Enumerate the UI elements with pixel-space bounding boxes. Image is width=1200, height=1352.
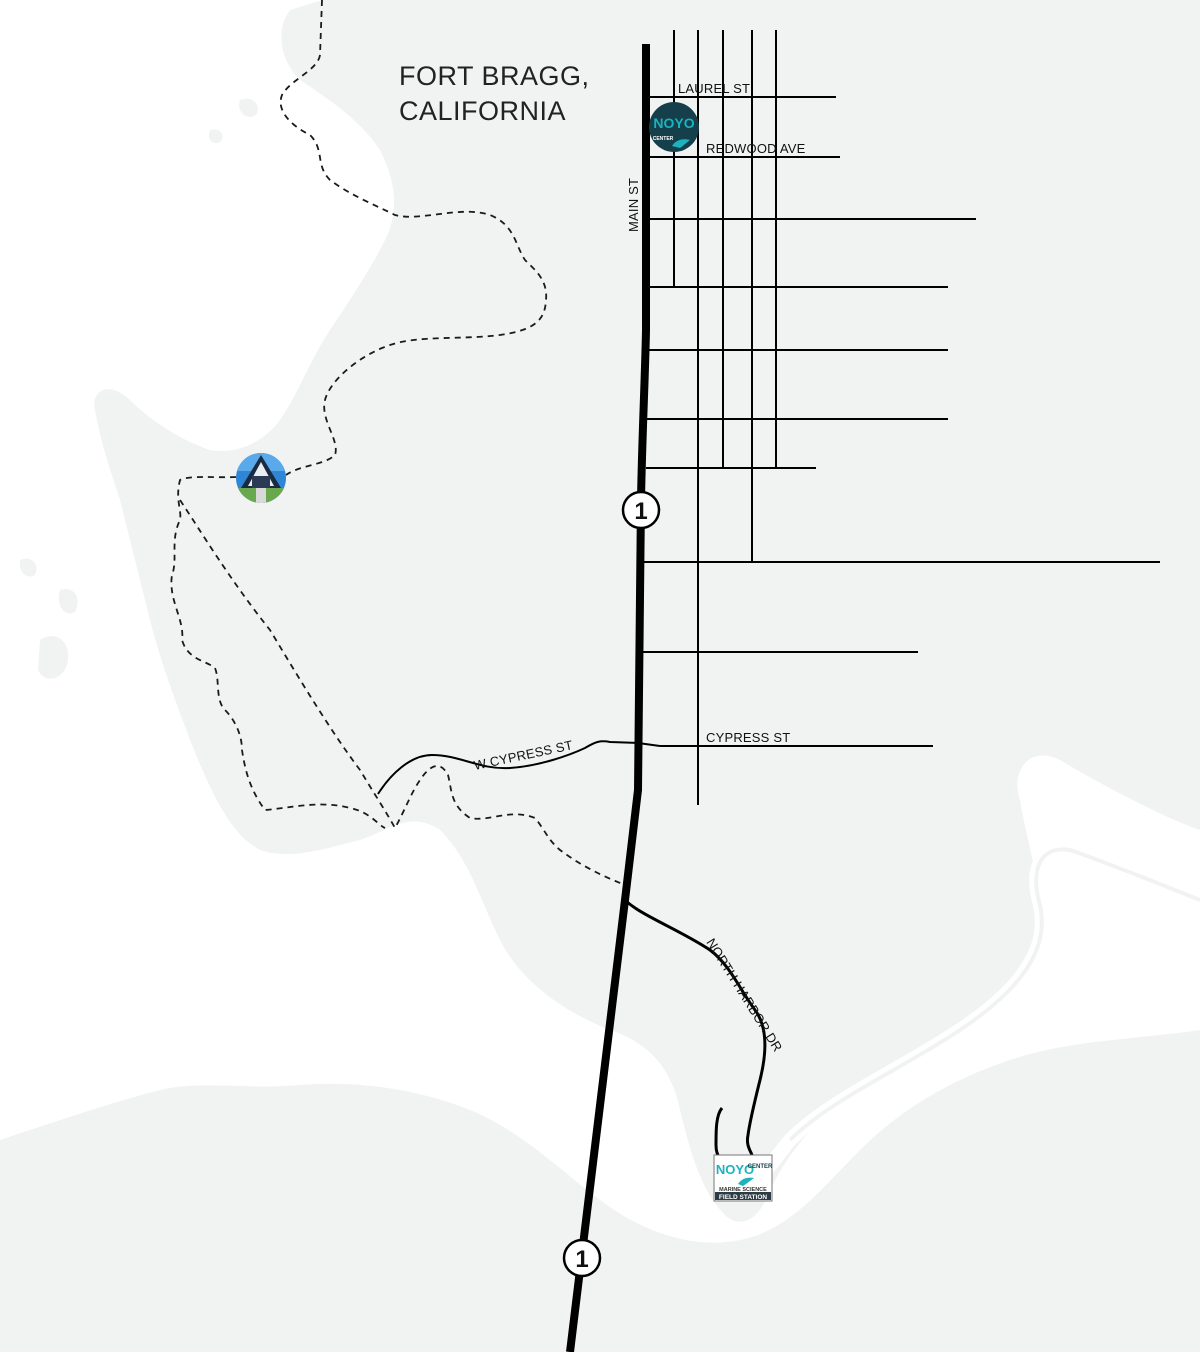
land-rock <box>29 1208 52 1231</box>
land-south <box>0 1030 1200 1352</box>
field-station-marker[interactable]: NOYO CENTER MARINE SCIENCE FIELD STATION <box>713 1154 773 1202</box>
land-rock <box>19 558 37 577</box>
shield-route-label: 1 <box>575 1246 588 1273</box>
whale-tail-icon <box>738 1177 754 1186</box>
label-cypress-st: CYPRESS ST <box>706 730 790 745</box>
field-station-logo-sub: CENTER <box>748 1164 773 1170</box>
whale-tail-icon <box>672 139 690 148</box>
shield-route-label: 1 <box>634 498 647 525</box>
shield-circle-icon <box>562 1238 602 1278</box>
city-title-line2: CALIFORNIA <box>399 96 566 126</box>
label-laurel-st: LAUREL ST <box>678 81 750 96</box>
label-redwood-ave: REDWOOD AVE <box>706 141 806 156</box>
label-main-st: MAIN ST <box>626 178 641 232</box>
noyo-logo-text: NOYO <box>653 115 694 131</box>
street-w-cypress[interactable] <box>377 740 661 795</box>
street-north-harbor[interactable] <box>623 898 767 1156</box>
field-station-line1: MARINE SCIENCE <box>719 1187 767 1193</box>
field-station-line2: FIELD STATION <box>719 1194 767 1201</box>
field-station-banner <box>715 1192 771 1200</box>
highway-shield-north[interactable]: 1 <box>621 490 661 530</box>
land-rock <box>208 129 223 144</box>
coastal-trail[interactable] <box>170 0 626 886</box>
noyo-center-marker[interactable]: NOYO CENTER <box>649 102 699 152</box>
shield-circle-icon <box>621 490 661 530</box>
building-photo-icon <box>236 453 286 503</box>
building-photo-marker[interactable] <box>236 453 286 503</box>
land-rock <box>58 589 78 614</box>
highway-shield-south[interactable]: 1 <box>562 1238 602 1278</box>
land-rock <box>239 98 258 117</box>
land-rock <box>38 636 69 679</box>
trail-west-segment[interactable] <box>170 476 386 829</box>
land-mainland <box>94 0 1200 1222</box>
field-station-logo-text: NOYO <box>716 1162 754 1177</box>
noyo-river-inner <box>788 847 1200 1142</box>
city-title-line1: FORT BRAGG, <box>399 61 590 91</box>
noyo-logo-sub: CENTER <box>653 136 674 142</box>
land-rock <box>120 1186 176 1229</box>
street-grid[interactable] <box>377 30 1160 1160</box>
trail-north-segment[interactable] <box>279 0 547 476</box>
